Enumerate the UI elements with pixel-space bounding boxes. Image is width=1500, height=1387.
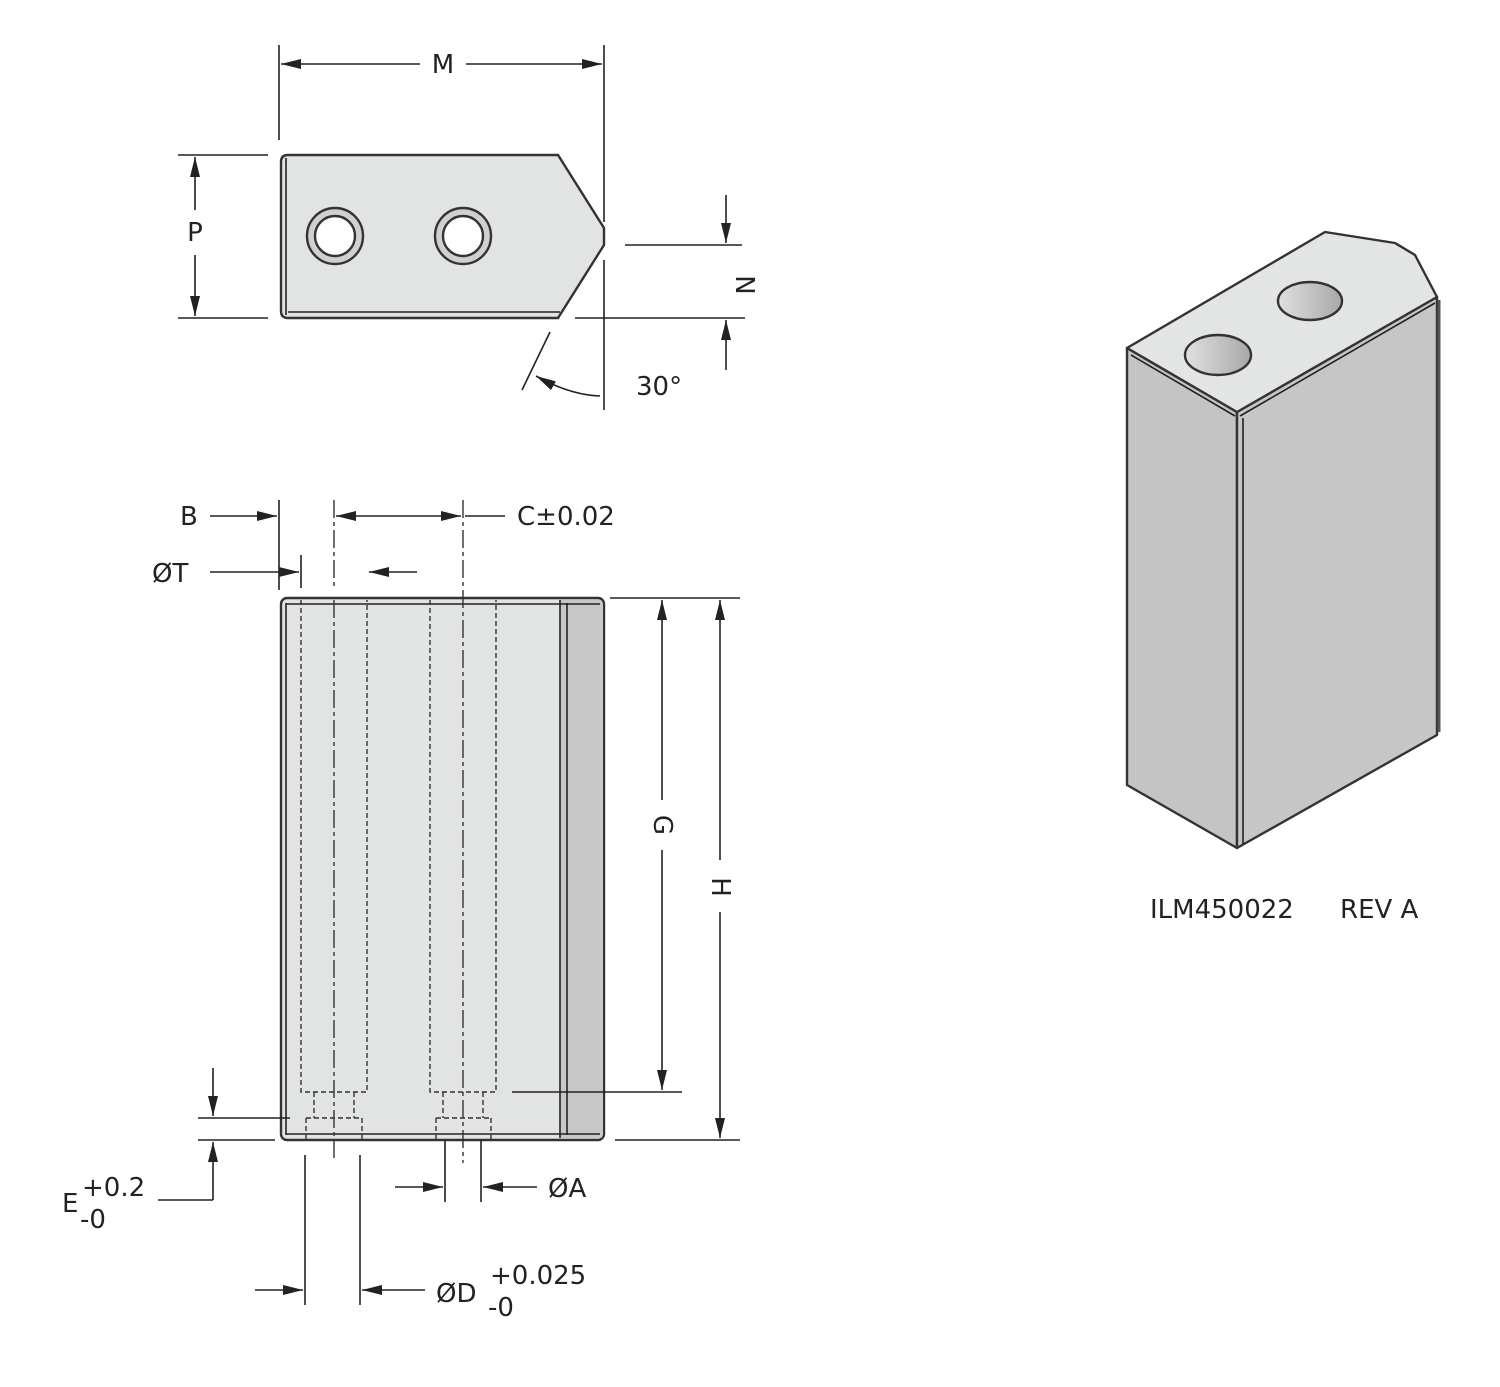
dim-M: M bbox=[432, 50, 454, 80]
dim-angle: 30° bbox=[636, 372, 682, 402]
dim-G: G bbox=[647, 815, 677, 835]
hidden-hole-2 bbox=[429, 500, 497, 1163]
dim-H: H bbox=[705, 877, 735, 897]
counterbore-hole-2 bbox=[433, 206, 493, 266]
dim-D-lower-tol: -0 bbox=[488, 1293, 514, 1323]
dim-P: P bbox=[187, 218, 203, 248]
revision: REV A bbox=[1340, 895, 1419, 925]
dim-T: ØT bbox=[152, 559, 188, 589]
dim-B: B bbox=[180, 502, 198, 532]
isometric-view: ILM450022 REV A bbox=[1125, 230, 1441, 925]
dim-C: C±0.02 bbox=[517, 502, 615, 532]
dim-A: ØA bbox=[548, 1174, 586, 1204]
front-view: B ØT C±0.02 G H E +0.2 -0 ØA ØD +0.025 -… bbox=[62, 500, 740, 1323]
counterbore-hole-1 bbox=[305, 206, 365, 266]
dim-E-lower-tol: -0 bbox=[80, 1205, 106, 1235]
dim-E-upper-tol: +0.2 bbox=[82, 1173, 145, 1203]
hidden-hole-1 bbox=[300, 600, 368, 1158]
dim-N: N bbox=[729, 275, 759, 294]
dim-E: E bbox=[62, 1189, 78, 1219]
dim-D: ØD bbox=[436, 1279, 477, 1309]
dim-D-upper-tol: +0.025 bbox=[490, 1261, 586, 1291]
front-view-body bbox=[279, 596, 606, 1142]
top-view: M P N 30° bbox=[178, 45, 759, 410]
iso-left-face bbox=[1125, 346, 1239, 850]
iso-hole-1 bbox=[1183, 333, 1253, 377]
iso-hole-2 bbox=[1276, 280, 1344, 322]
part-number: ILM450022 bbox=[1150, 895, 1294, 925]
